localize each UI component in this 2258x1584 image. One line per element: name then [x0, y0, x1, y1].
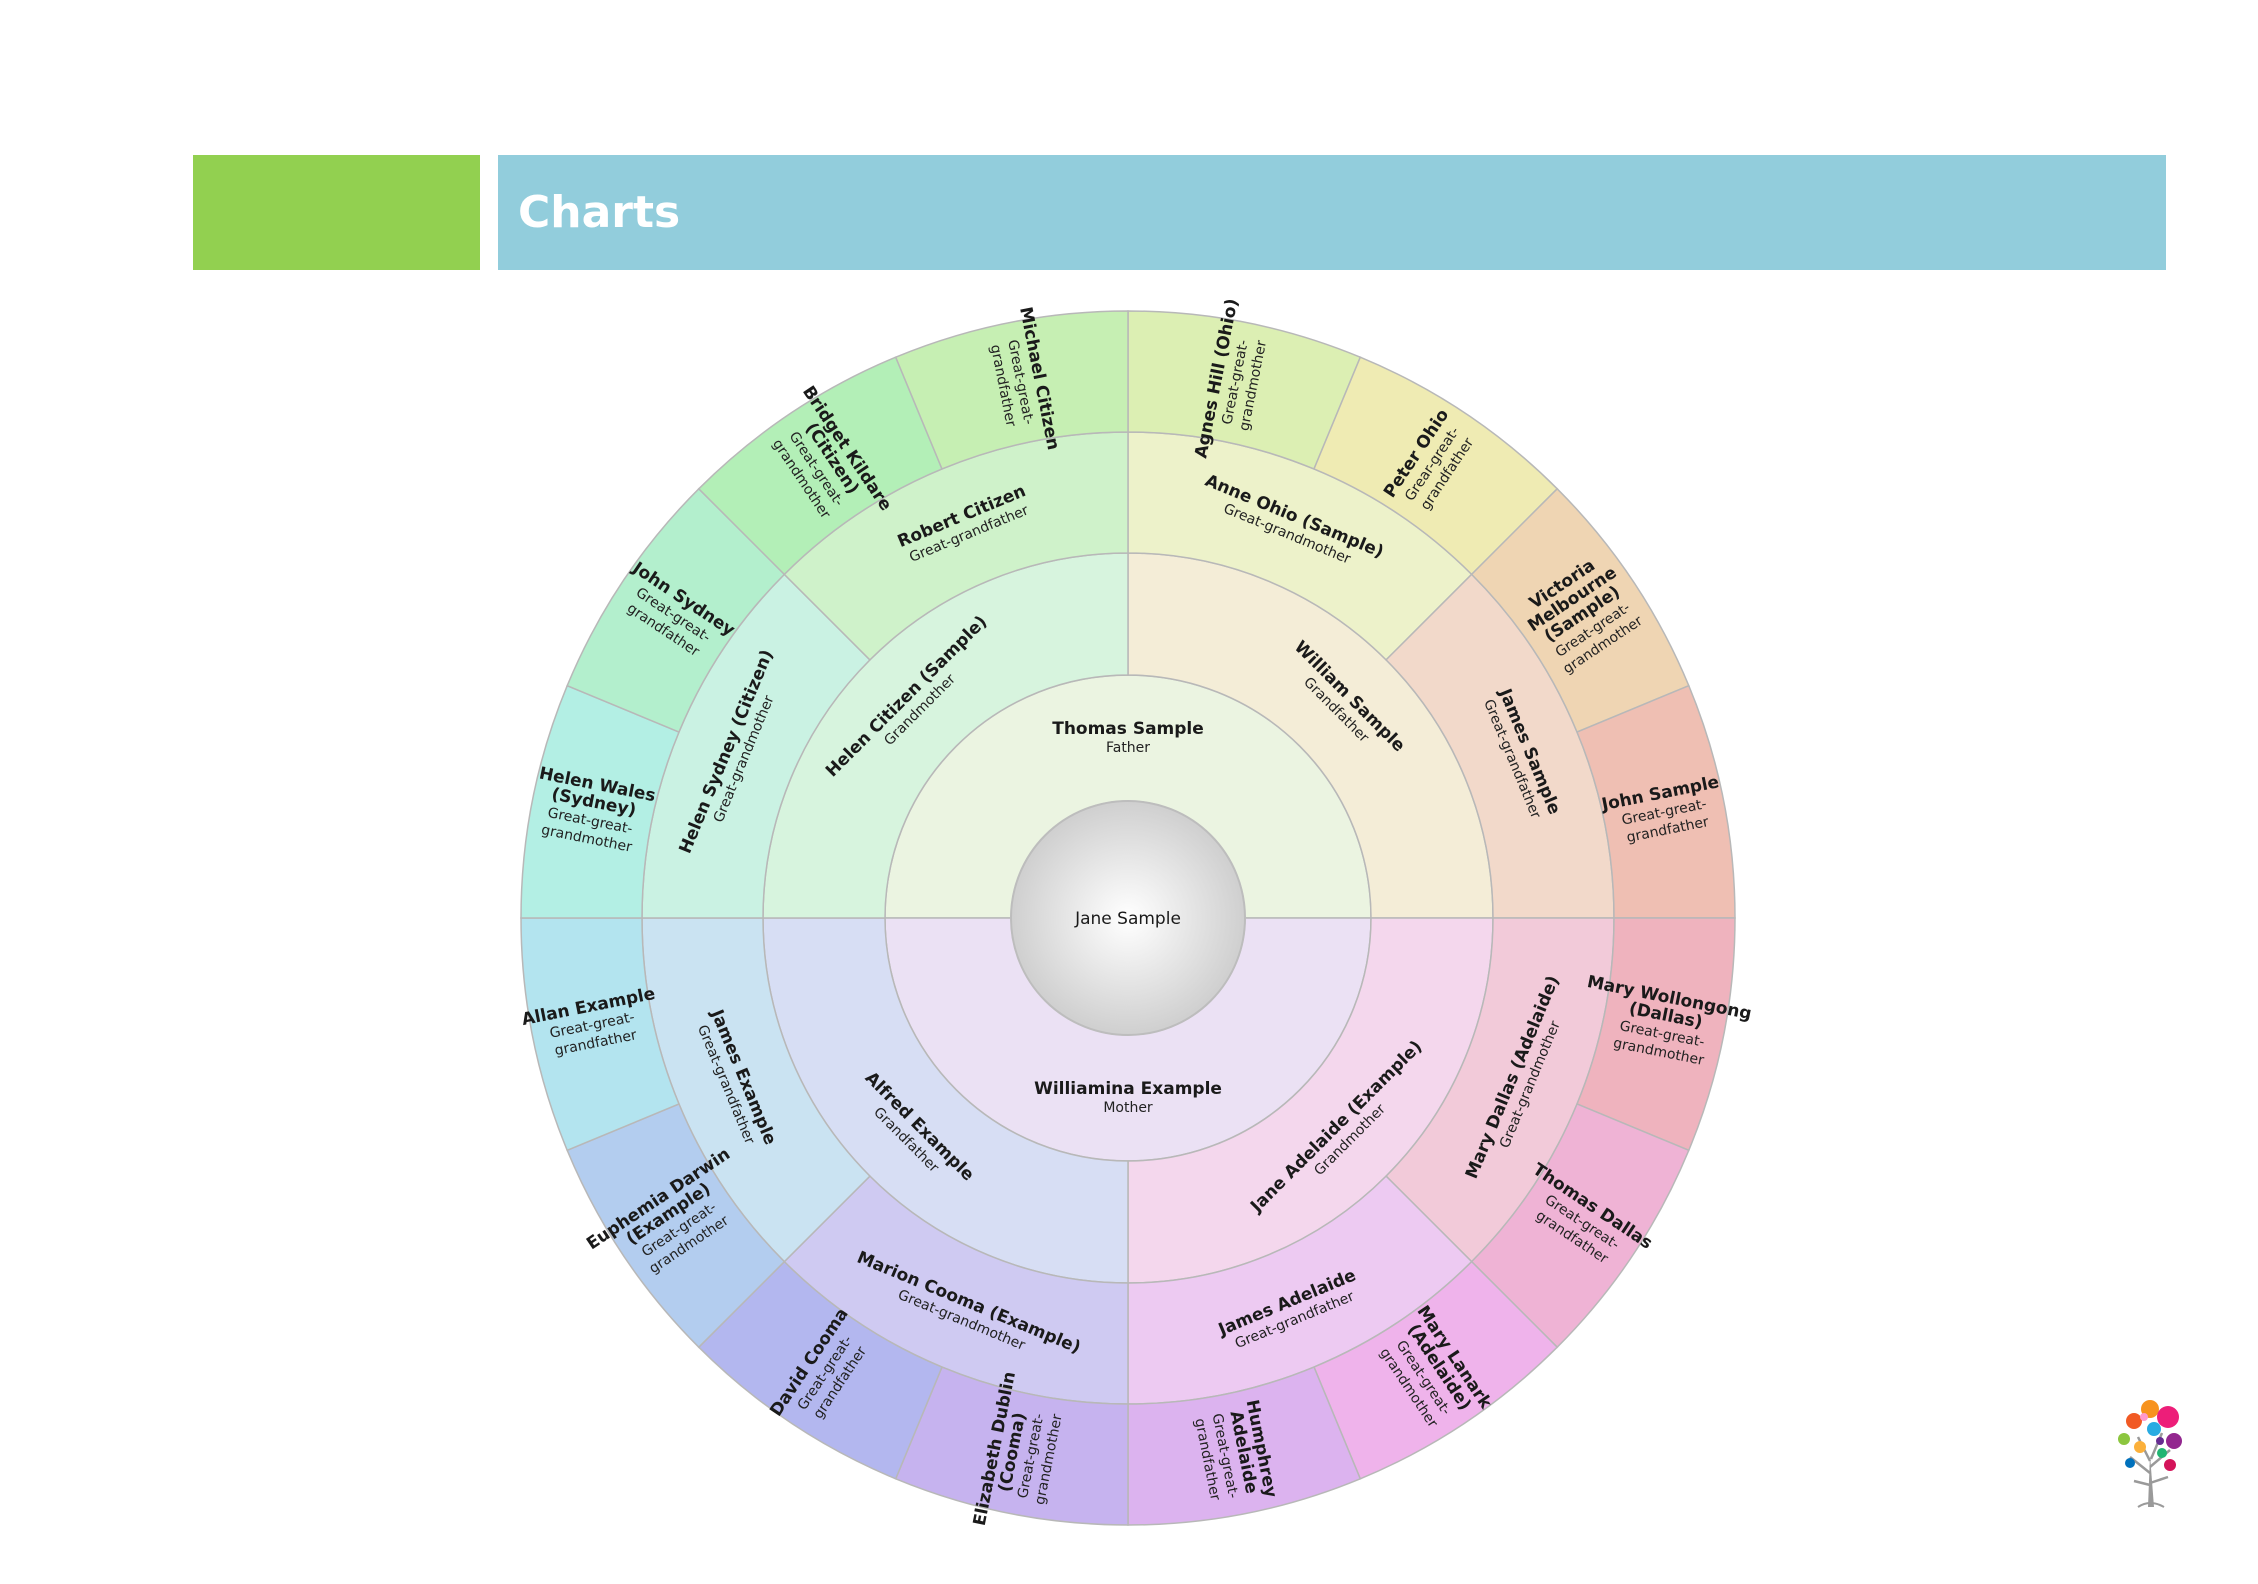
person-name: Thomas Sample: [1052, 719, 1204, 739]
center-person-name: Jane Sample: [1074, 909, 1181, 929]
relationship-label: Mother: [1103, 1100, 1153, 1116]
page-title: Charts: [518, 187, 681, 238]
person-name: Williamina Example: [1034, 1079, 1222, 1099]
center-disc[interactable]: [1010, 800, 1246, 1036]
title-bar: [498, 155, 2166, 270]
tree-logo-icon: [2118, 1400, 2182, 1508]
fan-chart-segments: [520, 310, 1736, 1526]
relationship-label: Father: [1106, 740, 1150, 756]
great-great-grandparents-segment[interactable]: [894, 310, 1129, 470]
accent-green-block: [193, 155, 480, 270]
